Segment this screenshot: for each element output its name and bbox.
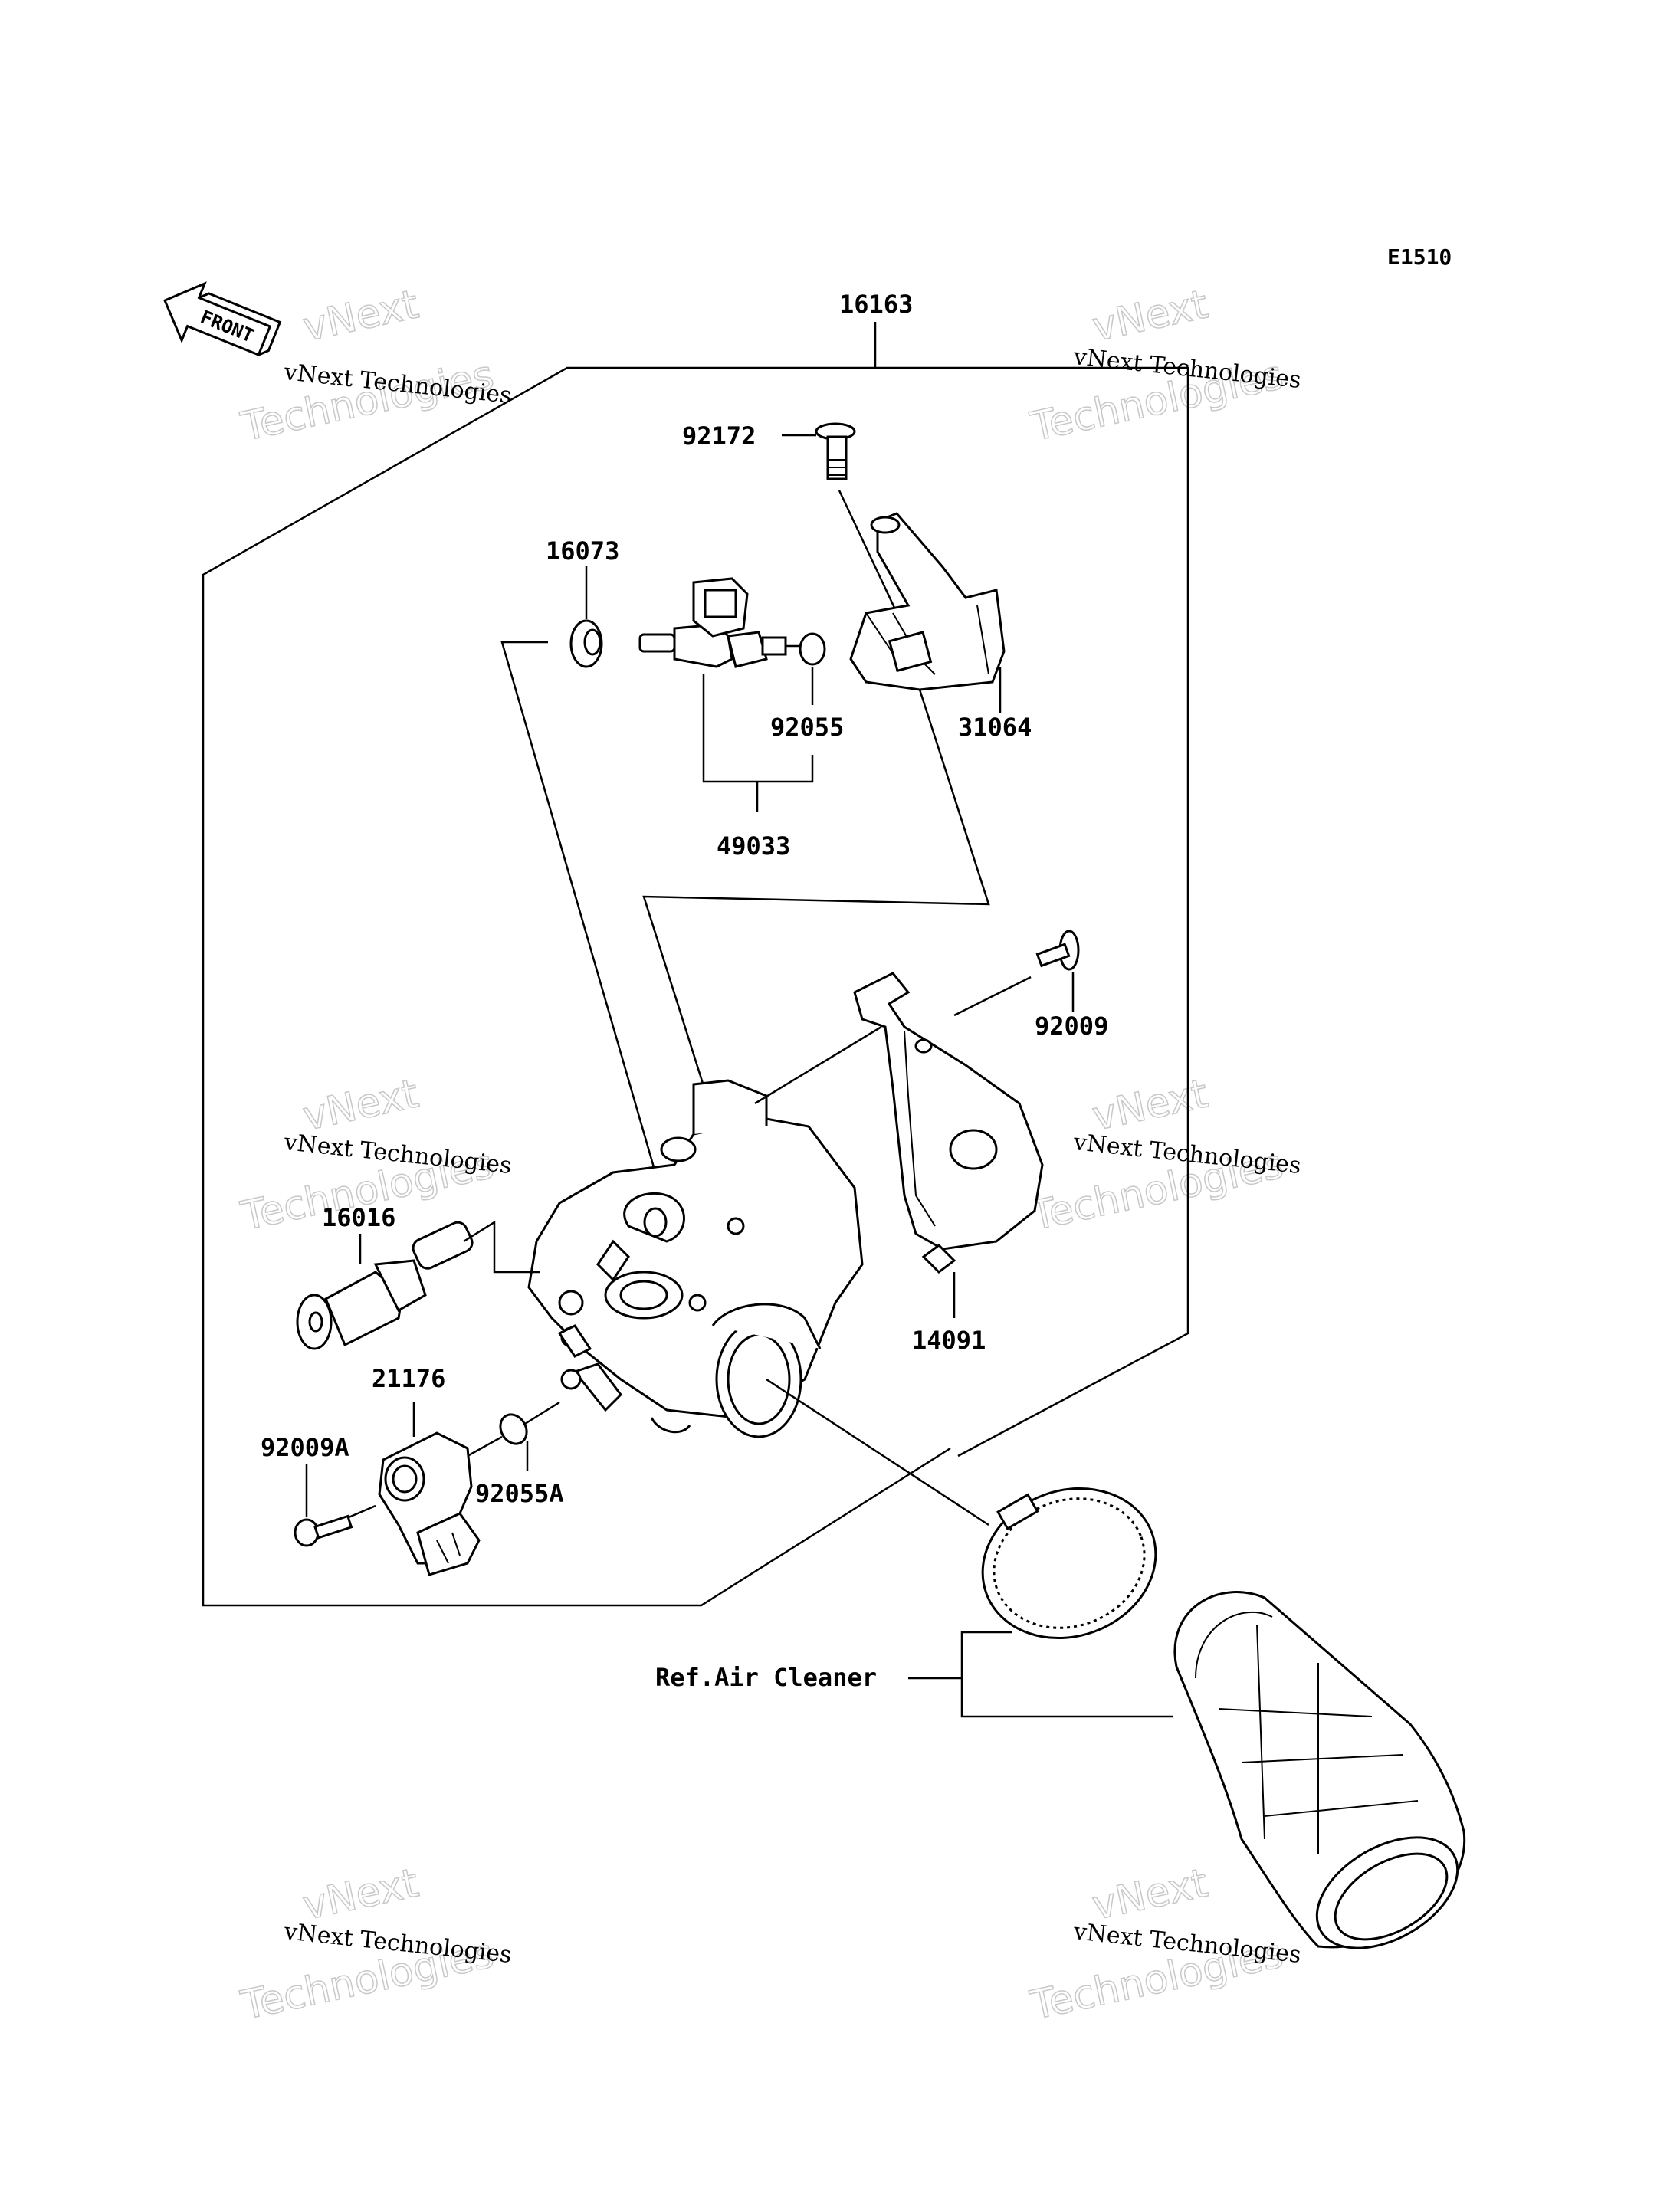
watermark-bottom-right: vNext Technologies vNext Technologies <box>1026 1860 1303 2030</box>
watermark-bottom-left: vNext Technologies vNext Technologies <box>237 1860 514 2030</box>
label-16163: 16163 <box>839 290 913 319</box>
diagram-code: E1510 <box>1387 244 1452 270</box>
cover-14091 <box>853 972 1044 1274</box>
watermark-mid-right: vNext Technologies vNext Technologies <box>1026 1071 1303 1241</box>
throttle-body <box>527 1079 864 1438</box>
label-92009: 92009 <box>1035 1012 1108 1041</box>
label-16016: 16016 <box>322 1203 395 1232</box>
watermark-line1: vNext <box>299 1860 422 1929</box>
label-92009A: 92009A <box>261 1433 349 1462</box>
bolt-92009 <box>1035 930 1080 971</box>
label-49033: 49033 <box>717 831 790 861</box>
watermark-line1: vNext <box>299 1071 422 1139</box>
oring-92055A <box>499 1413 528 1445</box>
hose-clamp <box>981 1487 1157 1640</box>
front-arrow-icon: FRONT <box>163 281 282 357</box>
screw-92172 <box>815 422 856 480</box>
watermark-top-left: vNext Technologies vNext Technologies <box>237 281 514 451</box>
label-31064: 31064 <box>958 713 1032 742</box>
seal-16073 <box>569 619 603 668</box>
watermark-line1: vNext <box>1088 281 1212 350</box>
watermark-top-right: vNext Technologies vNext Technologies <box>1026 281 1303 451</box>
label-14091: 14091 <box>912 1326 986 1355</box>
oring-92055 <box>799 632 826 666</box>
label-92055A: 92055A <box>475 1479 564 1508</box>
screw-16016 <box>296 1221 474 1350</box>
bolt-92009A <box>294 1514 353 1547</box>
label-92172: 92172 <box>682 421 756 451</box>
ref-air-cleaner: Ref.Air Cleaner <box>655 1663 877 1692</box>
watermark-line1: vNext <box>299 281 422 350</box>
assembly-outline <box>202 322 1189 1607</box>
sensor-21176 <box>378 1431 481 1576</box>
label-16073: 16073 <box>546 536 619 566</box>
label-92055: 92055 <box>770 713 844 742</box>
watermark-line1: vNext <box>1088 1860 1212 1929</box>
watermark-line1: vNext <box>1088 1071 1212 1139</box>
fuel-joint-31064 <box>849 512 1006 691</box>
air-cleaner-duct <box>1173 1591 1466 1949</box>
injector-49033 <box>638 577 787 668</box>
label-21176: 21176 <box>372 1364 445 1393</box>
